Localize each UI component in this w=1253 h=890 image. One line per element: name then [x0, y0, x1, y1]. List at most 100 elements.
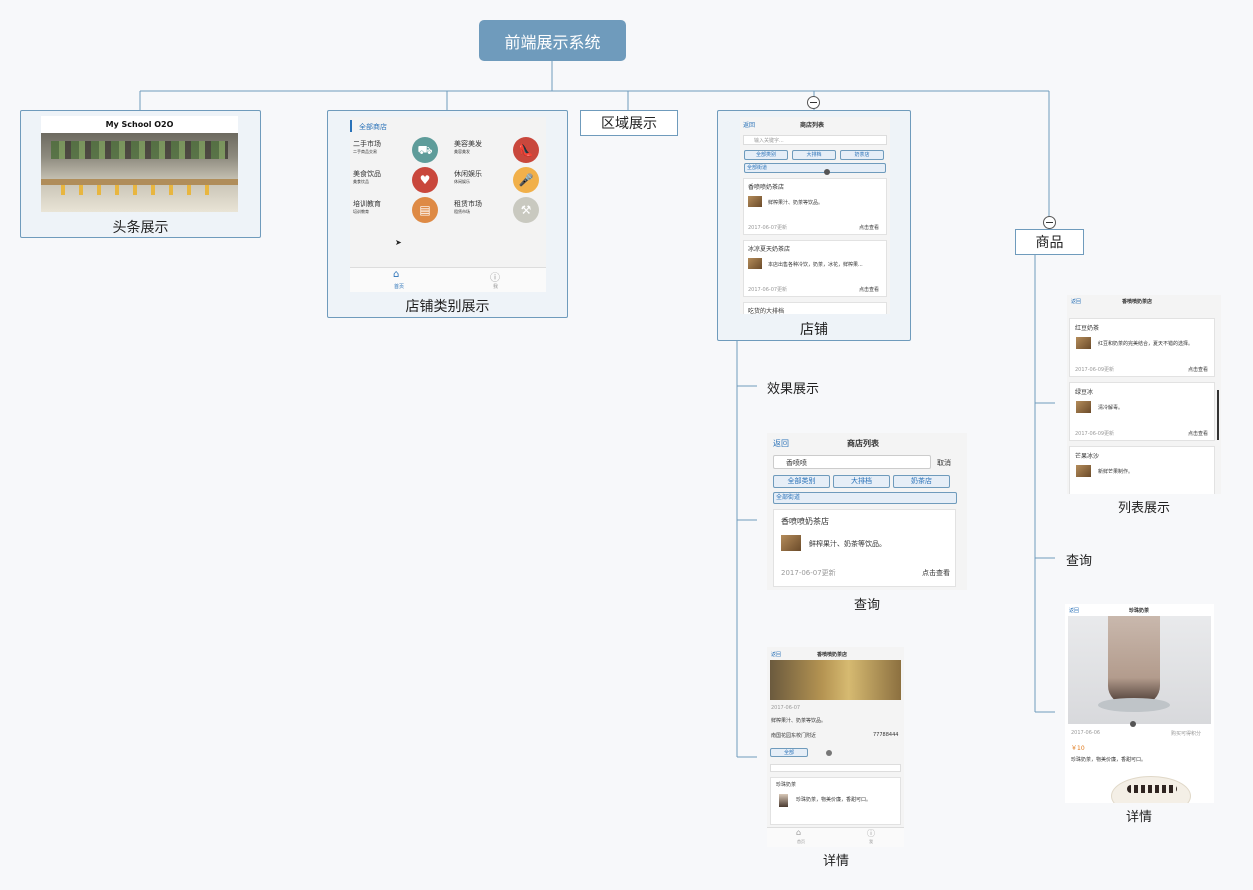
category-item-name[interactable]: 美容美发 [454, 140, 482, 148]
scroll-dot-3 [1130, 721, 1136, 727]
shop-card-name: 吃货的大排档 [748, 308, 785, 314]
shop-collapse-toggle[interactable] [807, 96, 820, 109]
shop-card-name: 冰凉夏天奶茶店 [748, 246, 791, 253]
shop-card-link[interactable]: 点击查看 [859, 225, 880, 231]
doc-icon[interactable]: ▤ [412, 197, 438, 223]
user-icon[interactable]: ⓘ [490, 273, 500, 284]
goods-card-link[interactable]: 点击查看 [1188, 367, 1209, 373]
headline-topic[interactable]: My School O2O 头条展示 [20, 110, 261, 238]
goods-card-date: 2017-06-09更新 [1075, 367, 1115, 373]
goods-card-desc: 红豆和奶茶的完美结合，夏天不错的选择。 [1098, 341, 1194, 347]
query-card-link[interactable]: 点击查看 [922, 569, 950, 577]
goods-thumbnail [1076, 401, 1091, 413]
region-topic[interactable]: 区域展示 [580, 110, 678, 136]
shop-detail-photo [770, 660, 901, 700]
shop-list-filter-1[interactable]: 大排档 [792, 150, 836, 160]
query-filter-0[interactable]: 全部类别 [773, 475, 830, 488]
category-item-name[interactable]: 租赁市场 [454, 200, 482, 208]
goods-thumbnail [1076, 337, 1091, 349]
query-search-input[interactable]: 香喷喷 [773, 455, 931, 469]
shop-card-link[interactable]: 点击查看 [859, 287, 880, 293]
shop-list-search[interactable]: 输入关键字... [743, 135, 887, 145]
shop-card[interactable]: 冰凉夏天奶茶店本店出售各种冷饮，奶茶，冰花，鲜榨果...2017-06-07更新… [743, 240, 887, 297]
category-header: 全部商店 [359, 123, 387, 131]
effect-label: 效果展示 [767, 382, 820, 397]
shop-detail-product[interactable]: 珍珠奶茶 珍珠奶茶，物美价廉，香甜可口。 [770, 777, 901, 825]
goods-thumbnail [1076, 465, 1091, 477]
shop-topic[interactable]: 返回 商店列表 输入关键字... 全部类别 大排档 奶茶店 全部街道 香喷喷奶茶… [717, 110, 911, 341]
cart-icon[interactable]: ⛟ [412, 137, 438, 163]
query-cancel[interactable]: 取消 [937, 459, 951, 467]
root-label: 前端展示系统 [504, 32, 601, 52]
scroll-dot-2 [826, 750, 832, 756]
shop-detail-product-desc: 珍珠奶茶，物美价廉，香甜可口。 [796, 797, 872, 803]
category-item-sub: 休闲娱乐 [454, 179, 470, 184]
cursor-icon: ➤ [395, 238, 402, 247]
goods-card[interactable]: 红豆奶茶红豆和奶茶的完美结合，夏天不错的选择。2017-06-09更新点击查看 [1069, 318, 1215, 377]
shop-detail-tab-me: 我 [869, 839, 873, 844]
user-icon-2[interactable]: ⓘ [867, 829, 875, 838]
shop-detail-filter[interactable]: 全部 [770, 748, 808, 757]
goods-query-label: 查询 [1066, 554, 1093, 569]
shop-list-region[interactable]: 全部街道 [744, 163, 886, 173]
shop-thumbnail [748, 258, 762, 269]
home-icon[interactable]: ⌂ [393, 269, 400, 280]
goods-card-name: 绿豆冰 [1075, 389, 1094, 396]
headline-photo [41, 133, 238, 212]
goods-card-date: 2017-06-09更新 [1075, 431, 1115, 437]
shop-list-filter-0[interactable]: 全部类别 [744, 150, 788, 160]
home-icon-2[interactable]: ⌂ [796, 828, 802, 837]
goods-card-desc: 清冷解毒。 [1098, 405, 1124, 411]
heart-icon[interactable]: ♥ [412, 167, 438, 193]
headline-label: 头条展示 [112, 220, 169, 236]
goods-list-back[interactable]: 返回 [1071, 299, 1082, 305]
shop-card[interactable]: 香喷喷奶茶店鲜榨果汁、奶茶等饮品。2017-06-07更新点击查看 [743, 178, 887, 235]
category-item-name[interactable]: 休闲娱乐 [454, 170, 482, 178]
query-result-card[interactable]: 香喷喷奶茶店 鲜榨果汁、奶茶等饮品。 2017-06-07更新 点击查看 [773, 509, 956, 587]
query-card-date: 2017-06-07更新 [781, 569, 836, 577]
query-region[interactable]: 全部街道 [773, 492, 957, 504]
query-card-desc: 鲜榨果汁、奶茶等饮品。 [809, 540, 886, 548]
query-title: 商店列表 [847, 439, 879, 448]
category-item-sub: 培训教育 [353, 209, 369, 214]
goods-topic[interactable]: 商品 [1015, 229, 1084, 255]
goods-label: 商品 [1035, 235, 1064, 251]
shop-detail-search[interactable] [770, 764, 901, 772]
roller-icon[interactable]: ⚒ [513, 197, 539, 223]
shop-card[interactable]: 吃货的大排档 [743, 302, 887, 314]
heel-icon[interactable]: 👠 [513, 137, 539, 163]
goods-detail-desc: 珍珠奶茶，物美价廉，香甜可口。 [1071, 757, 1147, 763]
mic-icon[interactable]: 🎤 [513, 167, 539, 193]
shop-detail-product-name: 珍珠奶茶 [776, 782, 797, 788]
product-thumbnail [779, 794, 788, 807]
goods-card[interactable]: 绿豆冰清冷解毒。 2017-06-09更新 点击查看 [1069, 382, 1215, 441]
shop-card-date: 2017-06-07更新 [748, 287, 788, 293]
query-filter-2[interactable]: 奶茶店 [893, 475, 950, 488]
query-filter-1[interactable]: 大排档 [833, 475, 890, 488]
region-label: 区域展示 [601, 116, 657, 132]
shop-detail-phone: 77788444 [873, 732, 899, 738]
category-item-name[interactable]: 美食饮品 [353, 170, 381, 178]
goods-card-link[interactable]: 点击查看 [1188, 431, 1209, 437]
category-item-name[interactable]: 二手市场 [353, 140, 381, 148]
goods-scrollbar[interactable] [1217, 390, 1219, 440]
goods-collapse-toggle[interactable] [1043, 216, 1056, 229]
shop-detail-label: 详情 [823, 854, 850, 869]
category-item-sub: 二手商品交易 [353, 149, 377, 154]
goods-detail-price: ￥10 [1071, 745, 1085, 752]
shop-list-screenshot: 返回 商店列表 输入关键字... 全部类别 大排档 奶茶店 全部街道 香喷喷奶茶… [740, 117, 890, 314]
category-item-name[interactable]: 培训教育 [353, 200, 381, 208]
shop-list-back[interactable]: 返回 [743, 122, 756, 129]
root-topic[interactable]: 前端展示系统 [479, 20, 626, 61]
query-back[interactable]: 返回 [773, 439, 789, 448]
goods-detail-back[interactable]: 返回 [1069, 608, 1080, 614]
goods-detail-validity: 购买可得积分 [1171, 731, 1202, 737]
goods-list-title: 香喷喷奶茶店 [1122, 299, 1153, 305]
category-topic[interactable]: 全部商店 ⌂ 首页 ⓘ 我 ➤ 二手市场二手商品交易⛟美容美发美容美发👠美食饮品… [327, 110, 568, 318]
shop-list-filter-2[interactable]: 奶茶店 [840, 150, 884, 160]
shop-detail-date: 2017-06-07 [771, 705, 801, 711]
shop-detail-back[interactable]: 返回 [771, 652, 782, 658]
category-label: 店铺类别展示 [405, 299, 490, 315]
